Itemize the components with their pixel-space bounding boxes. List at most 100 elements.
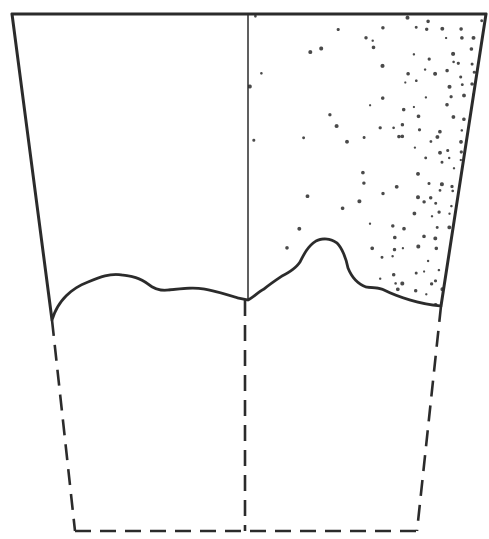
stipple-dot bbox=[397, 134, 401, 139]
stipple-dot bbox=[452, 167, 456, 170]
stipple-dot bbox=[429, 140, 433, 143]
stipple-dot bbox=[392, 247, 397, 252]
stipple-dot bbox=[480, 19, 484, 23]
stipple-dot bbox=[378, 126, 382, 130]
stipple-dot bbox=[412, 105, 416, 109]
stipple-dot bbox=[449, 95, 453, 99]
stipple-dot bbox=[433, 71, 438, 76]
stipple-dot bbox=[412, 211, 417, 216]
stipple-dot bbox=[319, 46, 324, 51]
stipple-dot bbox=[462, 117, 466, 122]
stipple-dot bbox=[362, 181, 366, 185]
stipple-dot bbox=[303, 259, 307, 263]
stipple-dot bbox=[445, 68, 449, 73]
stipple-dot bbox=[437, 268, 441, 272]
stipple-dot bbox=[394, 184, 399, 189]
left-wall-reconstructed bbox=[50, 319, 77, 532]
stipple-dot bbox=[345, 139, 349, 144]
left-wall bbox=[10, 12, 54, 322]
stipple-dot bbox=[401, 247, 405, 250]
stipple-dot bbox=[434, 201, 438, 205]
stipple-dot bbox=[393, 235, 397, 240]
stipple-dot bbox=[371, 45, 376, 50]
stipple-dot bbox=[438, 129, 442, 134]
stipple-dot bbox=[450, 204, 453, 208]
stipple-dot bbox=[459, 150, 463, 154]
stipple-dot bbox=[423, 270, 426, 273]
stipple-dot bbox=[414, 25, 418, 29]
stipple-dot bbox=[308, 50, 313, 55]
stipple-dot bbox=[401, 107, 406, 112]
stipple-dot bbox=[416, 172, 420, 176]
stipple-dot bbox=[422, 200, 426, 204]
stipple-dot bbox=[427, 182, 431, 185]
right-wall-reconstructed bbox=[415, 305, 443, 532]
stipple-dot bbox=[459, 158, 462, 162]
stipple-dot bbox=[413, 146, 417, 149]
stipple-dot bbox=[460, 83, 464, 87]
stipple-shading bbox=[248, 15, 486, 306]
stipple-dot bbox=[380, 96, 385, 100]
stipple-dot bbox=[469, 47, 474, 51]
stipple-dot bbox=[446, 148, 450, 153]
stipple-dot bbox=[406, 72, 410, 76]
stipple-dot bbox=[459, 140, 463, 144]
stipple-dot bbox=[447, 156, 451, 160]
stipple-dot bbox=[336, 27, 340, 32]
stipple-dot bbox=[425, 293, 428, 296]
stipple-dot bbox=[320, 255, 323, 258]
stipple-dot bbox=[416, 195, 420, 200]
stipple-dot bbox=[380, 63, 385, 68]
stipple-dot bbox=[434, 246, 439, 251]
stipple-dot bbox=[451, 189, 455, 193]
stipple-dot bbox=[391, 255, 394, 258]
stipple-dot bbox=[427, 57, 431, 61]
stipple-dot bbox=[440, 26, 445, 31]
stipple-dot bbox=[405, 15, 410, 20]
stipple-dot bbox=[369, 302, 373, 306]
break-line bbox=[50, 237, 443, 322]
stipple-dot bbox=[392, 273, 396, 277]
stipple-dot bbox=[275, 303, 279, 306]
stipple-dot bbox=[451, 115, 456, 119]
stipple-dot bbox=[400, 123, 405, 127]
stipple-dot bbox=[368, 222, 372, 225]
stipple-dot bbox=[391, 224, 395, 228]
stipple-dot bbox=[435, 225, 439, 229]
stipple-dot bbox=[395, 287, 400, 292]
stipple-dot bbox=[462, 93, 466, 98]
stipple-dot bbox=[381, 26, 385, 30]
stipple-dot bbox=[254, 15, 257, 18]
stipple-dot bbox=[460, 36, 464, 40]
stipple-dot bbox=[357, 199, 362, 204]
stipple-dot bbox=[340, 206, 345, 211]
stipple-dot bbox=[364, 36, 368, 40]
preserved-outline bbox=[10, 12, 488, 322]
stipple-dot bbox=[435, 135, 440, 139]
stipple-dot bbox=[248, 84, 252, 89]
stipple-dot bbox=[424, 156, 428, 160]
stipple-dot bbox=[392, 126, 395, 130]
stipple-dot bbox=[438, 189, 442, 192]
stipple-dot bbox=[412, 53, 416, 56]
stipple-dot bbox=[460, 129, 464, 132]
stipple-dot bbox=[400, 281, 405, 286]
stipple-dot bbox=[470, 62, 474, 66]
stipple-dot bbox=[252, 138, 256, 142]
stipple-dot bbox=[448, 212, 451, 215]
stipple-dot bbox=[381, 191, 385, 196]
stipple-dot bbox=[297, 226, 302, 231]
stipple-dot bbox=[305, 194, 310, 199]
stipple-dot bbox=[440, 160, 444, 164]
stipple-dot bbox=[430, 215, 434, 218]
stipple-dot bbox=[439, 182, 444, 187]
stipple-dot bbox=[414, 79, 418, 83]
stipple-dot bbox=[438, 150, 442, 155]
stipple-dot bbox=[345, 289, 349, 292]
stipple-dot bbox=[416, 114, 421, 119]
stipple-dot bbox=[470, 82, 474, 86]
stipple-dot bbox=[394, 282, 397, 285]
stipple-dot bbox=[370, 246, 375, 251]
stipple-dot bbox=[368, 104, 372, 107]
stipple-dot bbox=[430, 282, 434, 286]
